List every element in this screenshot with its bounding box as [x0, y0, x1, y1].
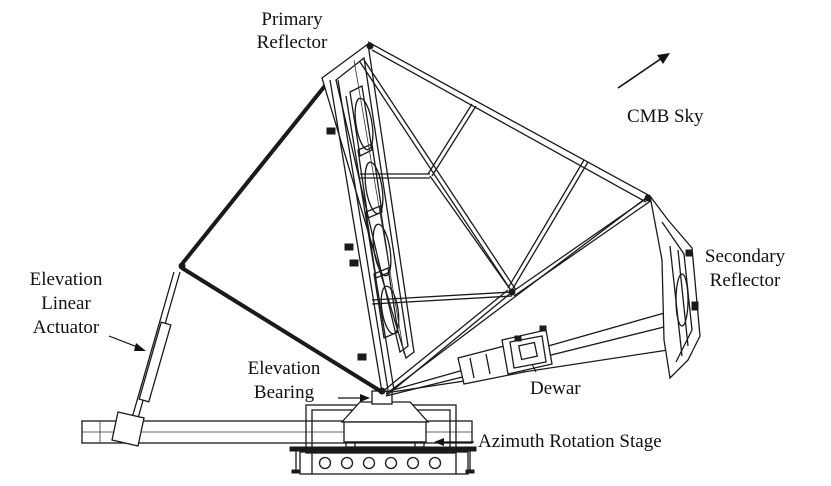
label-elevation-bearing: Elevation Bearing	[248, 358, 321, 403]
dewar-pointer-icon	[531, 363, 537, 373]
label-elevation-actuator-line1: Elevation	[30, 269, 103, 290]
label-elevation-linear-actuator: Elevation Linear Actuator	[30, 269, 103, 338]
label-dewar: Dewar	[530, 378, 581, 399]
primary-reflector	[321, 42, 415, 393]
dewar	[501, 325, 553, 375]
bearing-pointer-arrow-icon	[338, 394, 370, 402]
actuator-pointer-arrow-icon	[108, 335, 146, 351]
label-secondary-reflector-line1: Secondary	[705, 246, 786, 267]
elevation-linear-actuator	[111, 262, 186, 447]
label-primary-reflector-line1: Primary	[261, 9, 323, 30]
label-secondary-reflector-line2: Reflector	[710, 270, 781, 291]
azimuth-pointer-arrow-icon	[434, 438, 474, 446]
label-secondary-reflector: Secondary Reflector	[705, 246, 786, 291]
label-primary-reflector: Primary Reflector	[257, 9, 328, 53]
label-elevation-actuator-line3: Actuator	[33, 317, 100, 338]
cmb-sky-arrow-icon	[617, 53, 670, 89]
label-cmb-sky: CMB Sky	[627, 106, 704, 127]
label-elevation-bearing-line2: Bearing	[254, 382, 315, 403]
label-primary-reflector-line2: Reflector	[257, 32, 328, 53]
truss-frame	[359, 41, 669, 397]
azimuth-rotation-stage	[289, 401, 477, 475]
label-azimuth-rotation-stage: Azimuth Rotation Stage	[478, 431, 662, 452]
secondary-reflector	[649, 195, 701, 380]
support-struts	[180, 80, 384, 394]
label-elevation-bearing-line1: Elevation	[248, 358, 321, 379]
label-elevation-actuator-line2: Linear	[41, 293, 91, 314]
